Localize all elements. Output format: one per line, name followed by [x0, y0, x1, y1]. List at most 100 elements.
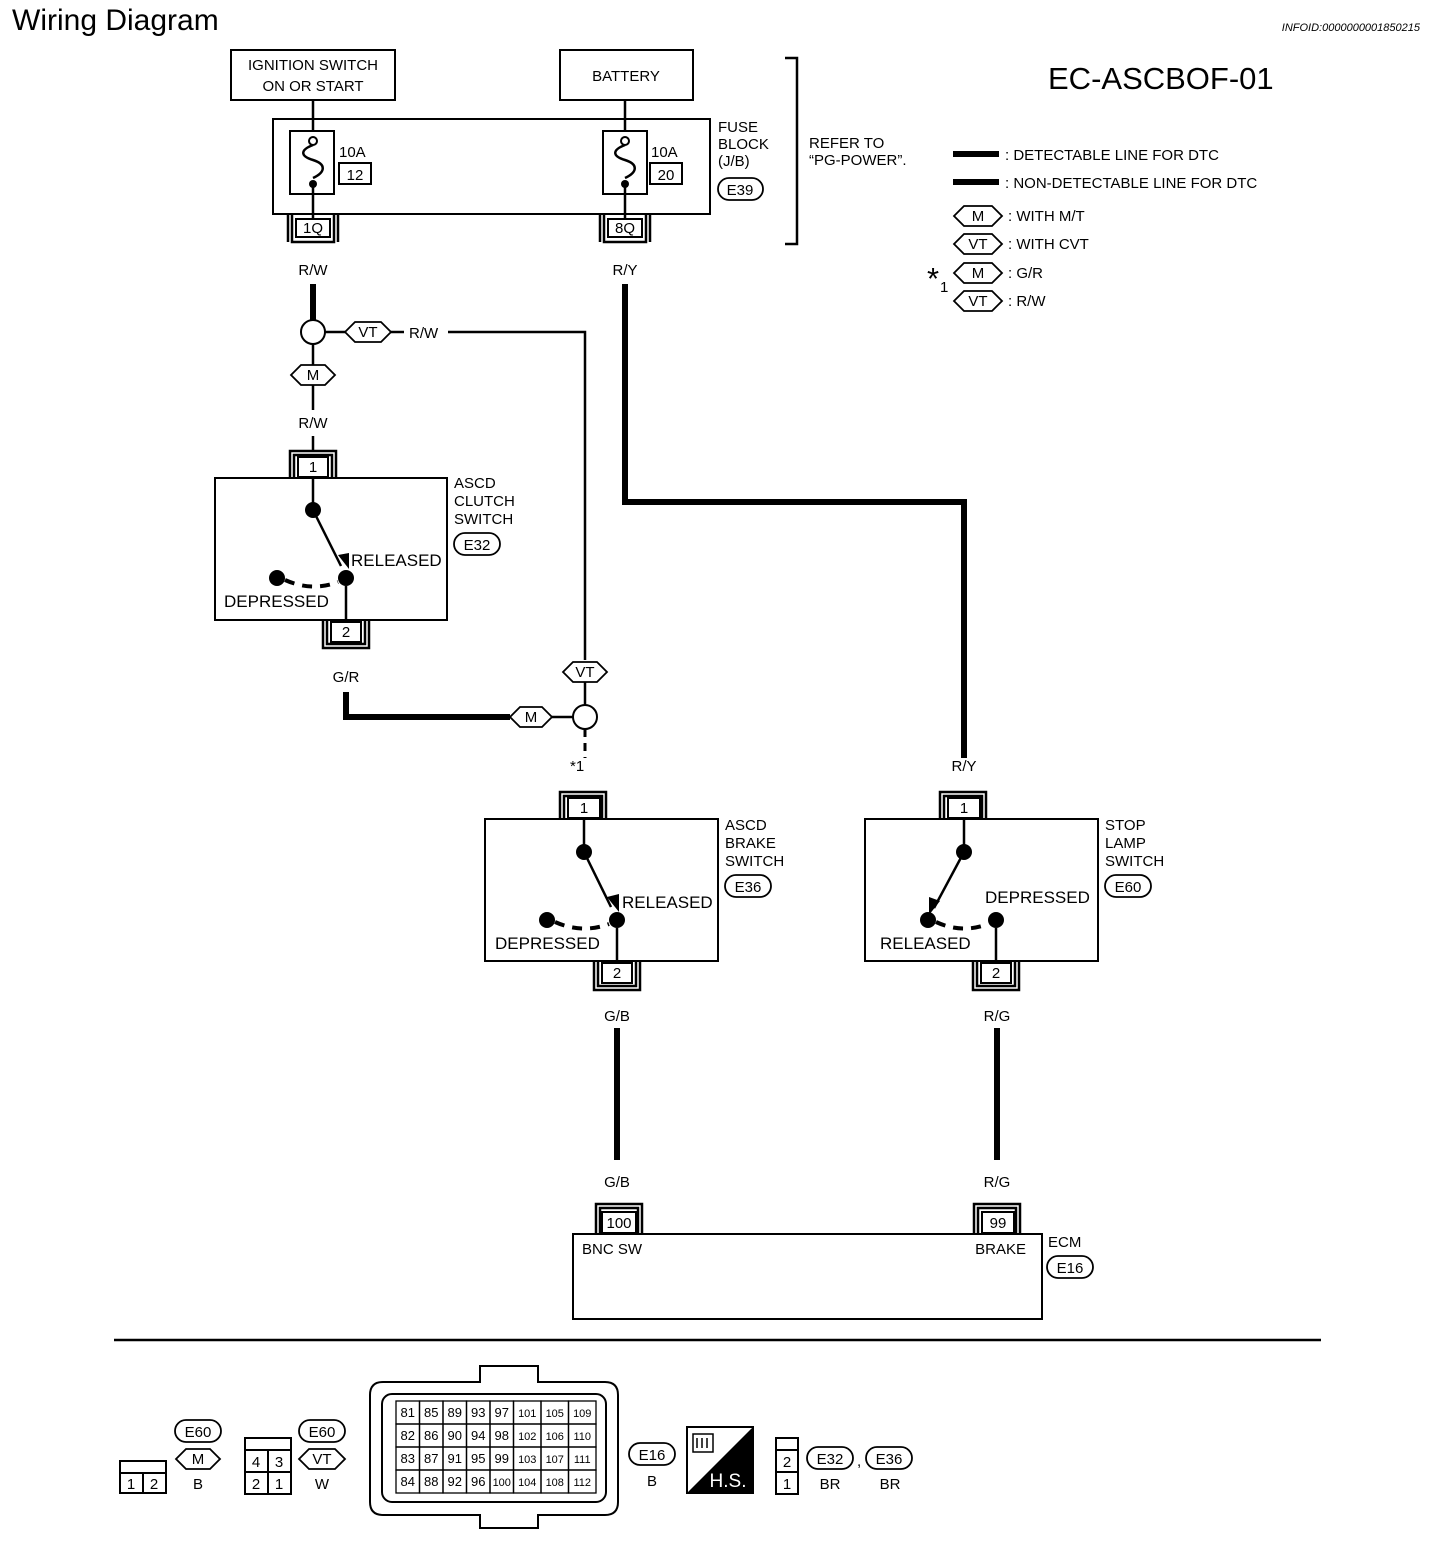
terminal-1q: 1Q	[286, 214, 340, 244]
svg-text:ASCD: ASCD	[454, 475, 496, 492]
svg-text:E32: E32	[817, 1451, 844, 1468]
e16-pin: 101	[518, 1408, 536, 1420]
m-tag-top	[289, 364, 337, 386]
ecm: 100 99 BNC SW BRAKE ECM E16	[572, 1202, 1094, 1320]
wire-ry	[622, 284, 967, 758]
svg-text:M: M	[307, 367, 320, 384]
e16-pin: 94	[471, 1428, 485, 1443]
legend-star: *	[927, 261, 939, 296]
e16-pin: 93	[471, 1405, 485, 1420]
svg-text:H.S.: H.S.	[710, 1471, 747, 1492]
svg-text:SWITCH: SWITCH	[454, 511, 513, 528]
asscd-brake-switch: 1 RELEASED DEPRESSED ASCD BRAKE SWITCH E…	[484, 790, 784, 992]
svg-text:4: 4	[252, 1454, 260, 1471]
legend-detectable: : DETECTABLE LINE FOR DTC	[1005, 147, 1219, 164]
e16-pin: 89	[448, 1405, 462, 1420]
page-title: Wiring Diagram	[12, 4, 219, 37]
ignition-switch-box: IGNITION SWITCH ON OR START	[230, 49, 396, 101]
svg-text:M: M	[525, 709, 538, 726]
svg-text:1: 1	[960, 800, 968, 817]
connector-e60-cvt: 4 3 2 1 E60 VT W	[244, 1419, 347, 1495]
svg-text:SWITCH: SWITCH	[725, 853, 784, 870]
wire-label-star1: *1	[570, 758, 584, 775]
svg-text:B: B	[647, 1473, 657, 1490]
e16-pin: 92	[448, 1474, 462, 1489]
refer-label-2: “PG-POWER”.	[809, 152, 907, 169]
e16-pin: 88	[424, 1474, 438, 1489]
e16-pin: 84	[401, 1474, 415, 1489]
e16-pin: 97	[495, 1405, 509, 1420]
svg-text:2: 2	[252, 1476, 260, 1493]
legend-star-m-tag: M	[972, 265, 985, 282]
e16-pin: 99	[495, 1451, 509, 1466]
wire-label-rw-branch: R/W	[409, 325, 439, 342]
svg-text:VT: VT	[575, 664, 594, 681]
battery-box: BATTERY	[559, 49, 694, 101]
svg-text:CLUTCH: CLUTCH	[454, 493, 515, 510]
fuse-left-amp: 10A	[339, 144, 366, 161]
svg-text:BR: BR	[880, 1476, 901, 1493]
e16-pin: 82	[401, 1428, 415, 1443]
terminal-8q: 8Q	[598, 214, 652, 244]
splice-bottom	[572, 704, 598, 730]
stop-lamp-connector: E60	[1115, 879, 1142, 896]
legend: : DETECTABLE LINE FOR DTC : NON-DETECTAB…	[927, 147, 1257, 312]
wire-label-ry-top: R/Y	[612, 262, 637, 279]
e16-pin: 96	[471, 1474, 485, 1489]
svg-text:3: 3	[275, 1454, 283, 1471]
e16-pin: 100	[493, 1477, 511, 1489]
svg-text:E36: E36	[876, 1451, 903, 1468]
svg-text:ASCD: ASCD	[725, 817, 767, 834]
fuse-block-label-1: FUSE	[718, 119, 758, 136]
vt-tag-bottom	[561, 661, 609, 683]
refer-bracket	[785, 56, 799, 246]
e16-pin: 106	[546, 1431, 564, 1443]
wire-label-gb-top: G/B	[604, 1008, 630, 1025]
svg-text:1Q: 1Q	[303, 220, 323, 237]
diagram-code: EC-ASCBOF-01	[1048, 61, 1274, 96]
wire-label-rw-mid: R/W	[298, 415, 328, 432]
connector-e60-mt: 1 2 E60 M B	[119, 1419, 222, 1494]
ecm-connector: E16	[1057, 1260, 1084, 1277]
svg-text:2: 2	[613, 965, 621, 982]
svg-text:1: 1	[309, 459, 317, 476]
svg-text:2: 2	[783, 1454, 791, 1471]
svg-text:2: 2	[150, 1476, 158, 1493]
svg-text:W: W	[315, 1476, 330, 1493]
e16-pin: 90	[448, 1428, 462, 1443]
svg-text:STOP: STOP	[1105, 817, 1146, 834]
e16-pin: 83	[401, 1451, 415, 1466]
svg-text:1: 1	[580, 800, 588, 817]
e16-pin: 107	[546, 1454, 564, 1466]
fuse-block-label-2: BLOCK	[718, 136, 769, 153]
connector-icon	[692, 1433, 714, 1453]
fuse-block-connector: E39	[727, 182, 754, 199]
legend-star-m-color: : G/R	[1008, 265, 1043, 282]
wire-gr	[343, 692, 510, 720]
e16-pin: 105	[546, 1408, 564, 1420]
fuse-left-number: 12	[347, 167, 364, 184]
wire-rw-cvt-branch	[448, 330, 587, 660]
e16-pin: 87	[424, 1451, 438, 1466]
svg-text:VT: VT	[358, 324, 377, 341]
stop-lamp-switch: 1 DEPRESSED RELEASED STOP LAMP SWITCH E6…	[864, 790, 1164, 992]
fuse-right-number: 20	[658, 167, 675, 184]
svg-text:E60: E60	[309, 1424, 336, 1441]
svg-text:,: ,	[857, 1453, 861, 1470]
e16-pin: 91	[448, 1451, 462, 1466]
ecm-label: ECM	[1048, 1234, 1081, 1251]
legend-with-mt: : WITH M/T	[1008, 208, 1085, 225]
battery-label: BATTERY	[592, 68, 660, 85]
svg-text:VT: VT	[312, 1451, 331, 1468]
svg-text:BR: BR	[820, 1476, 841, 1493]
wire-label-rw-top: R/W	[298, 262, 328, 279]
e16-pin: 85	[424, 1405, 438, 1420]
clutch-released-label: RELEASED	[351, 551, 442, 570]
ecm-brake: BRAKE	[975, 1241, 1026, 1258]
e16-pin: 109	[573, 1408, 591, 1420]
legend-m-tag: M	[972, 208, 985, 225]
fuse-left: 10A 12	[289, 130, 372, 220]
svg-text:BRAKE: BRAKE	[725, 835, 776, 852]
